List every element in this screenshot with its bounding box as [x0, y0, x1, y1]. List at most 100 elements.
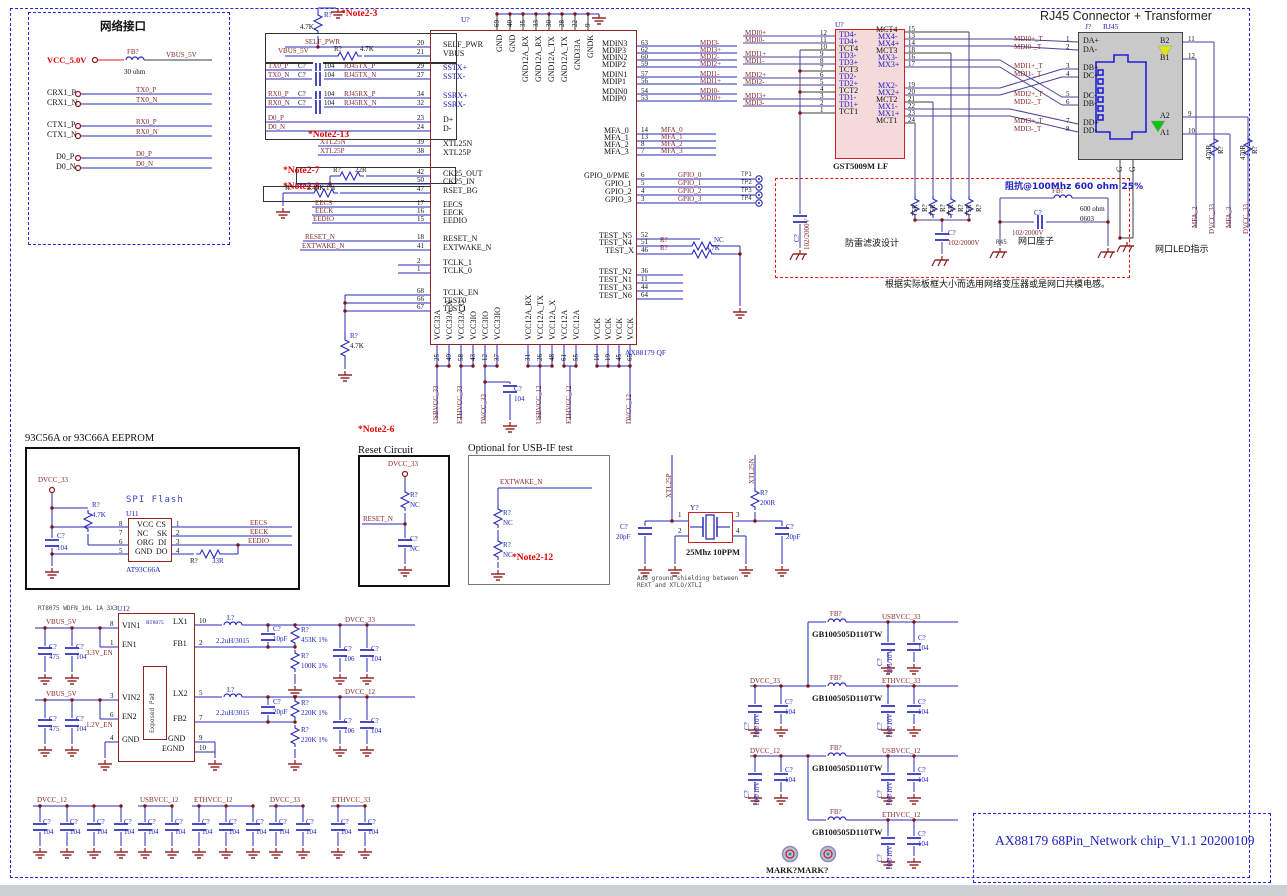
junction-dot	[338, 623, 342, 627]
capacitor-symbol	[113, 822, 129, 832]
component-value: C?	[57, 532, 65, 540]
component-value: R?	[1217, 146, 1225, 154]
pin-name: GND12A_TX	[547, 36, 556, 82]
component-value: C?	[49, 643, 57, 651]
pin-number: 23	[908, 109, 915, 117]
junction-dot	[70, 626, 74, 630]
net-label: R?	[660, 236, 668, 244]
pin-number: 21	[908, 95, 915, 103]
junction-dot	[573, 12, 577, 16]
net-label: MDI1-	[745, 57, 765, 65]
net-label: MDI1+	[700, 77, 722, 85]
fiducial-mark	[826, 852, 830, 856]
net-label: MDI3+_T	[1014, 117, 1043, 125]
net-label: ETHVCC_12	[882, 811, 921, 819]
pin-number: 15	[908, 25, 915, 33]
capacitor-symbol	[906, 642, 922, 652]
pin-name: FB2	[173, 714, 187, 723]
pin-number: 4	[736, 527, 740, 535]
usbif-test-box	[468, 455, 610, 585]
regulator-body	[118, 613, 195, 762]
terminal-circle	[74, 164, 82, 172]
part-label: MARK?MARK?	[766, 865, 829, 875]
component-value: 75R	[965, 204, 973, 216]
pin-name: EXTWAKE_N	[443, 243, 492, 252]
chassis-ground-symbol	[937, 259, 942, 267]
resistor-symbol	[492, 538, 504, 560]
component-value: R?	[957, 204, 965, 212]
pin-number: 45	[615, 354, 623, 361]
component-value: C?	[371, 645, 379, 653]
pin-number: 19	[604, 354, 612, 361]
pin-number: 29	[417, 62, 424, 70]
junction-dot	[912, 818, 916, 822]
component-value: 106/10V	[753, 781, 761, 807]
component-value: 106/10V	[886, 781, 894, 807]
pin-name: GPIO_1	[605, 179, 632, 188]
net-label: MDI0-_T	[1014, 43, 1042, 51]
component-value: C?	[785, 698, 793, 706]
component-value: C?	[876, 658, 884, 666]
net-label: RESET_N	[363, 515, 393, 523]
terminal-circle	[74, 90, 82, 98]
pin-name: VCCK	[593, 317, 602, 340]
pin-number: 46	[641, 246, 648, 254]
net-label: GPIO_2	[678, 187, 702, 195]
net-label: SELF_PWR	[305, 38, 341, 46]
component-value: 4.7K	[92, 511, 106, 519]
component-value: C?	[97, 818, 105, 826]
pin-number: 21	[417, 48, 424, 56]
pin-number: 56	[641, 77, 648, 85]
pin-name: GPIO_3	[605, 195, 632, 204]
pin-number: 53	[641, 94, 648, 102]
pin-number: 6	[641, 171, 645, 179]
pin-name: CRX1_P	[47, 88, 76, 97]
capacitor-symbol	[59, 822, 75, 832]
junction-dot	[274, 804, 278, 808]
pin-name: DD+	[1083, 118, 1100, 127]
net-label: RJ45RX_P	[344, 90, 376, 98]
pin-number: 26	[536, 354, 544, 361]
pin-number: 1	[176, 520, 180, 528]
pin-name: MDIP2	[602, 60, 627, 69]
pin-number: 49	[445, 354, 453, 361]
ref-designator: AT93C66A	[126, 565, 161, 574]
component-value: 104	[57, 544, 68, 552]
net-label: GPIO_1	[678, 179, 702, 187]
net-label: MFA_2	[661, 140, 683, 148]
pin-name: D+	[443, 115, 454, 124]
junction-dot	[753, 754, 757, 758]
junction-dot	[538, 364, 542, 368]
pin-number: 67	[417, 303, 424, 311]
chassis-ground-symbol	[1103, 251, 1108, 259]
pin-number: 1	[417, 265, 421, 273]
component-value: 104	[76, 725, 87, 733]
pin-number: 3	[176, 538, 180, 546]
pin-name: TEST_N1	[599, 275, 632, 284]
net-label: RJ45TX_P	[344, 62, 376, 70]
pin-name: DC-	[1083, 91, 1097, 100]
pin-number: 2	[820, 99, 824, 107]
pin-number: 68	[417, 287, 424, 295]
component-value: C?	[256, 818, 264, 826]
pin-name: D-	[443, 124, 452, 133]
component-value: C?	[43, 818, 51, 826]
net-label: 3.3V_EN	[86, 649, 113, 657]
pin-name: TD2-	[839, 72, 857, 81]
ref-designator: Y?	[690, 503, 699, 512]
junction-dot	[798, 111, 802, 115]
pin-name: SSTX-	[443, 72, 466, 81]
pin-number: 6	[820, 71, 824, 79]
junction-dot	[753, 684, 757, 688]
net-label: MDI2-_T	[1014, 98, 1042, 106]
pin-number: 12	[1188, 52, 1195, 60]
pin-number: 42	[417, 168, 424, 176]
pin-name: EGND	[162, 744, 185, 753]
pin-number: 2	[199, 639, 203, 647]
pin-number: 50	[417, 176, 424, 184]
pin-name: EN1	[122, 640, 137, 649]
capacitor-symbol	[164, 822, 180, 832]
component-value: R?	[301, 726, 309, 734]
component-value: C?	[1034, 209, 1042, 217]
